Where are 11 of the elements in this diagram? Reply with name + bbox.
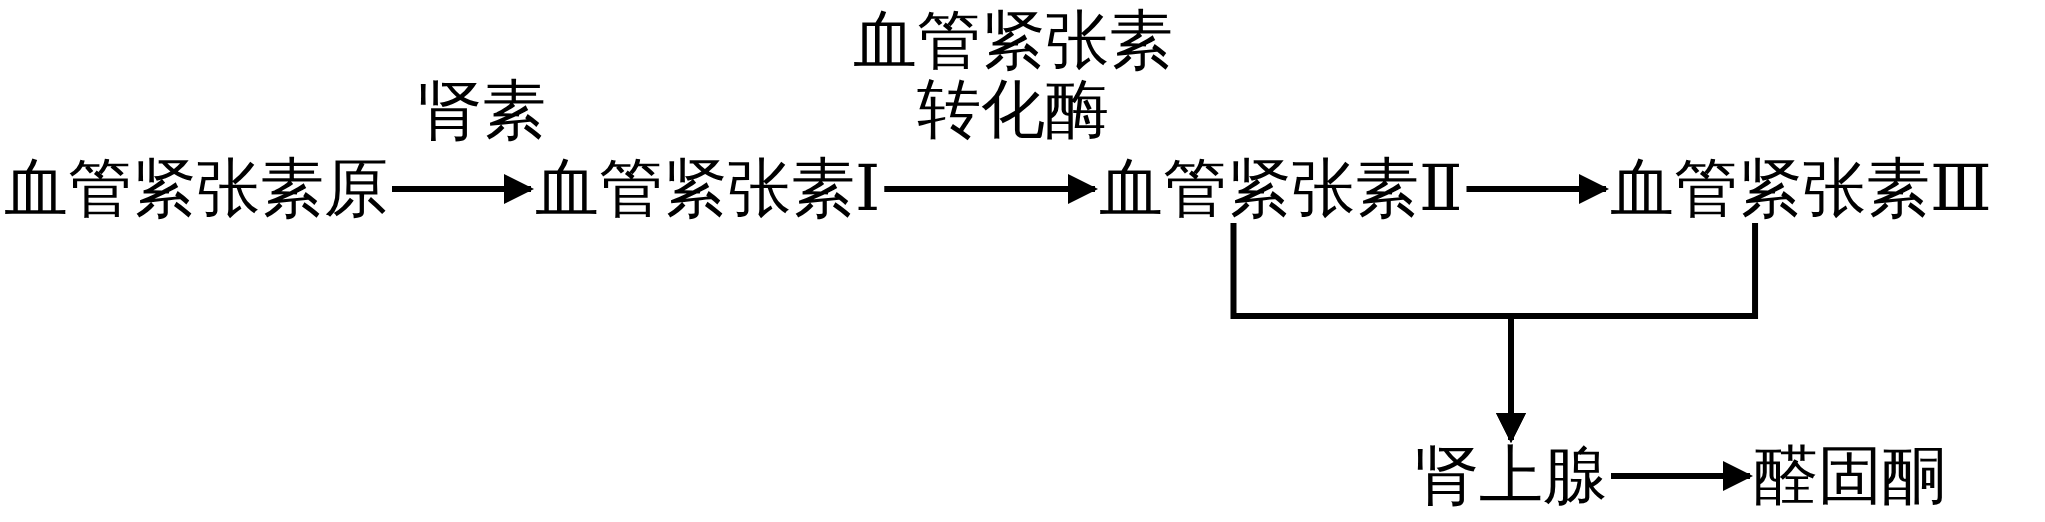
arrow: [884, 174, 1098, 204]
term-text: 醛固酮: [1754, 444, 1946, 508]
arrow: [1611, 461, 1753, 491]
term-text: 血管紧张素原: [4, 157, 388, 221]
arrow: [1496, 223, 1759, 443]
term-text: 血管紧张素Ⅰ: [535, 157, 881, 221]
term-text: 肾上腺: [1415, 444, 1607, 508]
term-text: 血管紧张素Ⅲ: [1610, 157, 1992, 221]
arrow: [1466, 174, 1609, 204]
term-text: 血管紧张素Ⅱ: [1099, 157, 1463, 221]
arrow: [392, 174, 534, 204]
